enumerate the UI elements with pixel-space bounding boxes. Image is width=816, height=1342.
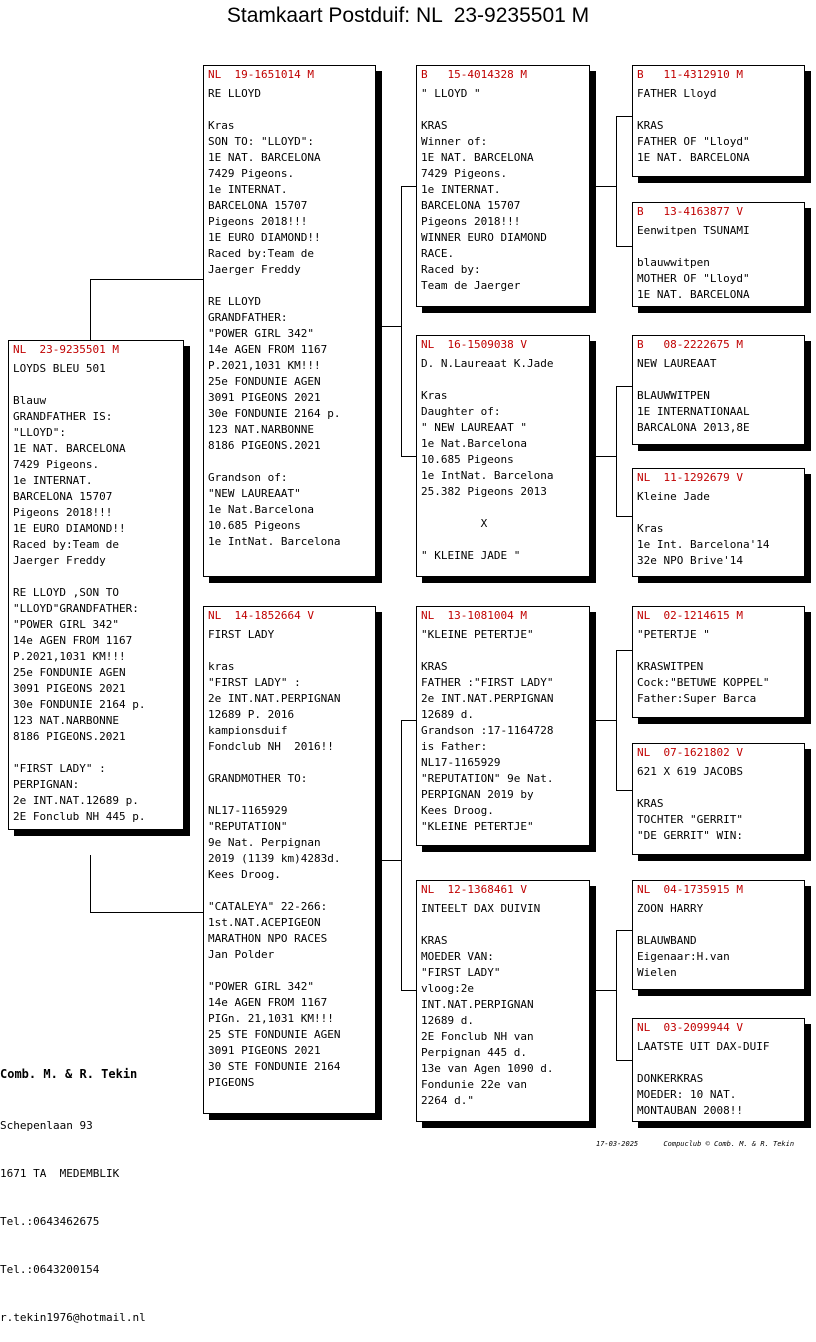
connector (616, 516, 633, 517)
connector (90, 855, 91, 912)
connector (401, 186, 402, 456)
connector (90, 912, 204, 913)
pigeon-details: "KLEINE PETERTJE" KRAS FATHER :"FIRST LA… (421, 628, 554, 833)
connector (401, 186, 417, 187)
ring-number: NL 13-1081004 M (421, 609, 527, 622)
ring-number: NL 12-1368461 V (421, 883, 527, 896)
connector (382, 860, 401, 861)
connector (616, 246, 633, 247)
ring-number: NL 14-1852664 V (208, 609, 314, 622)
footer-credit: 17-03-2025 Compuclub © Comb. M. & R. Tek… (596, 1140, 795, 1148)
connector (616, 930, 617, 1060)
connector (616, 790, 633, 791)
connector (596, 720, 616, 721)
pigeon-details: FIRST LADY kras "FIRST LADY" : 2e INT.NA… (208, 628, 341, 1089)
connector (616, 930, 633, 931)
owner-info: Comb. M. & R. Tekin Schepenlaan 93 1671 … (0, 1034, 146, 1342)
pigeon-card-mother: NL 14-1852664 V FIRST LADY kras "FIRST L… (203, 606, 376, 1114)
pigeon-card-father: NL 19-1651014 M RE LLOYD Kras SON TO: "L… (203, 65, 376, 577)
ring-number: NL 11-1292679 V (637, 471, 743, 484)
ring-number: B 11-4312910 M (637, 68, 743, 81)
pigeon-details: ZOON HARRY BLAUWBAND Eigenaar:H.van Wiel… (637, 902, 730, 979)
connector (616, 1060, 633, 1061)
connector (616, 116, 617, 246)
connector (90, 279, 91, 340)
ring-number: NL 03-2099944 V (637, 1021, 743, 1034)
pigeon-details: 621 X 619 JACOBS KRAS TOCHTER "GERRIT" "… (637, 765, 743, 842)
owner-address: Schepenlaan 93 (0, 1119, 93, 1132)
ring-number: B 15-4014328 M (421, 68, 527, 81)
page-title: Stamkaart Postduif: NL 23-9235501 M (226, 4, 590, 27)
pigeon-card-father-father: B 15-4014328 M " LLOYD " KRAS Winner of:… (416, 65, 590, 307)
pigeon-card-ffm: B 13-4163877 V Eenwitpen TSUNAMI blauwwi… (632, 202, 805, 307)
connector (616, 386, 617, 516)
ring-number: NL 23-9235501 M (13, 343, 119, 356)
ring-number: NL 04-1735915 M (637, 883, 743, 896)
pigeon-card-fff: B 11-4312910 M FATHER Lloyd KRAS FATHER … (632, 65, 805, 177)
owner-phone: Tel.:0643200154 (0, 1263, 100, 1276)
pigeon-details: FATHER Lloyd KRAS FATHER OF "Lloyd" 1E N… (637, 87, 750, 164)
ring-number: NL 02-1214615 M (637, 609, 743, 622)
connector (401, 456, 417, 457)
ring-number: NL 16-1509038 V (421, 338, 527, 351)
connector (616, 650, 633, 651)
pigeon-card-mfm: NL 07-1621802 V 621 X 619 JACOBS KRAS TO… (632, 743, 805, 855)
ring-number: NL 07-1621802 V (637, 746, 743, 759)
connector (596, 990, 616, 991)
connector (401, 990, 417, 991)
connector (596, 186, 616, 187)
pigeon-card-mff: NL 02-1214615 M "PETERTJE " KRASWITPEN C… (632, 606, 805, 718)
connector (616, 650, 617, 790)
pigeon-details: Kleine Jade Kras 1e Int. Barcelona'14 32… (637, 490, 770, 567)
pigeon-details: Eenwitpen TSUNAMI blauwwitpen MOTHER OF … (637, 224, 750, 301)
pigeon-details: "PETERTJE " KRASWITPEN Cock:"BETUWE KOPP… (637, 628, 770, 705)
connector (596, 456, 616, 457)
pigeon-card-fmm: NL 11-1292679 V Kleine Jade Kras 1e Int.… (632, 468, 805, 577)
pigeon-card-mother-mother: NL 12-1368461 V INTEELT DAX DUIVIN KRAS … (416, 880, 590, 1122)
connector (382, 326, 401, 327)
ring-number: B 08-2222675 M (637, 338, 743, 351)
ring-number: NL 19-1651014 M (208, 68, 314, 81)
connector (401, 720, 402, 990)
owner-email: r.tekin1976@hotmail.nl (0, 1311, 146, 1324)
pigeon-details: RE LLOYD Kras SON TO: "LLOYD": 1E NAT. B… (208, 87, 341, 548)
pigeon-card-mother-father: NL 13-1081004 M "KLEINE PETERTJE" KRAS F… (416, 606, 590, 846)
pigeon-card-father-mother: NL 16-1509038 V D. N.Laureaat K.Jade Kra… (416, 335, 590, 577)
owner-city: 1671 TA MEDEMBLIK (0, 1167, 120, 1180)
pigeon-details: D. N.Laureaat K.Jade Kras Daughter of: "… (421, 357, 554, 562)
pigeon-card-subject: NL 23-9235501 M LOYDS BLEU 501 Blauw GRA… (8, 340, 184, 830)
pigeon-card-mmf: NL 04-1735915 M ZOON HARRY BLAUWBAND Eig… (632, 880, 805, 990)
connector (616, 116, 633, 117)
pigeon-details: " LLOYD " KRAS Winner of: 1E NAT. BARCEL… (421, 87, 547, 292)
pigeon-details: INTEELT DAX DUIVIN KRAS MOEDER VAN: "FIR… (421, 902, 554, 1107)
connector (401, 720, 417, 721)
connector (616, 386, 633, 387)
pigeon-card-mmm: NL 03-2099944 V LAATSTE UIT DAX-DUIF DON… (632, 1018, 805, 1122)
owner-name: Comb. M. & R. Tekin (0, 1067, 138, 1081)
ring-number: B 13-4163877 V (637, 205, 743, 218)
pigeon-details: NEW LAUREAAT BLAUWWITPEN 1E INTERNATIONA… (637, 357, 750, 434)
pigeon-details: LOYDS BLEU 501 Blauw GRANDFATHER IS: "LL… (13, 362, 146, 823)
pigeon-details: LAATSTE UIT DAX-DUIF DONKERKRAS MOEDER: … (637, 1040, 770, 1117)
connector (90, 279, 204, 280)
owner-phone: Tel.:0643462675 (0, 1215, 100, 1228)
pigeon-card-fmf: B 08-2222675 M NEW LAUREAAT BLAUWWITPEN … (632, 335, 805, 445)
